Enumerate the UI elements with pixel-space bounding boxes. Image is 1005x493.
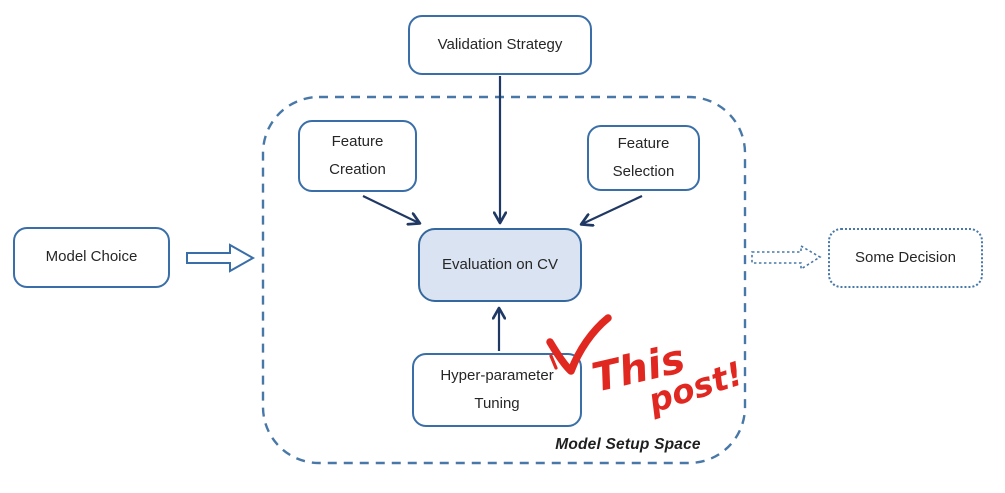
- node-feature-selection-label: Feature Selection: [612, 134, 675, 181]
- block-arrow-setup-to-decision: [751, 244, 822, 271]
- node-hyperparameter-tuning: Hyper-parameter Tuning: [412, 353, 582, 427]
- node-model-choice: Model Choice: [13, 227, 170, 288]
- annotation-word-this: This: [588, 336, 689, 402]
- node-feature-selection: Feature Selection: [587, 125, 700, 191]
- arrow-feature-selection-to-evaluation: [582, 195, 643, 224]
- node-some-decision-label: Some Decision: [855, 248, 956, 266]
- node-validation-strategy: Validation Strategy: [408, 15, 592, 75]
- node-feature-creation-label: Feature Creation: [329, 132, 386, 179]
- node-validation-strategy-label: Validation Strategy: [437, 35, 563, 53]
- block-arrow-model-choice-to-setup: [186, 243, 256, 273]
- node-model-choice-label: Model Choice: [45, 248, 138, 266]
- node-evaluation-on-cv-label: Evaluation on CV: [442, 255, 558, 273]
- annotation-word-post: post!: [642, 354, 747, 421]
- node-some-decision: Some Decision: [828, 228, 983, 288]
- node-hyperparameter-tuning-label: Hyper-parameter Tuning: [440, 366, 554, 413]
- node-feature-creation: Feature Creation: [298, 120, 417, 192]
- node-evaluation-on-cv: Evaluation on CV: [418, 228, 582, 302]
- arrow-feature-creation-to-evaluation: [362, 195, 419, 223]
- model-setup-space-label: Model Setup Space: [555, 436, 701, 453]
